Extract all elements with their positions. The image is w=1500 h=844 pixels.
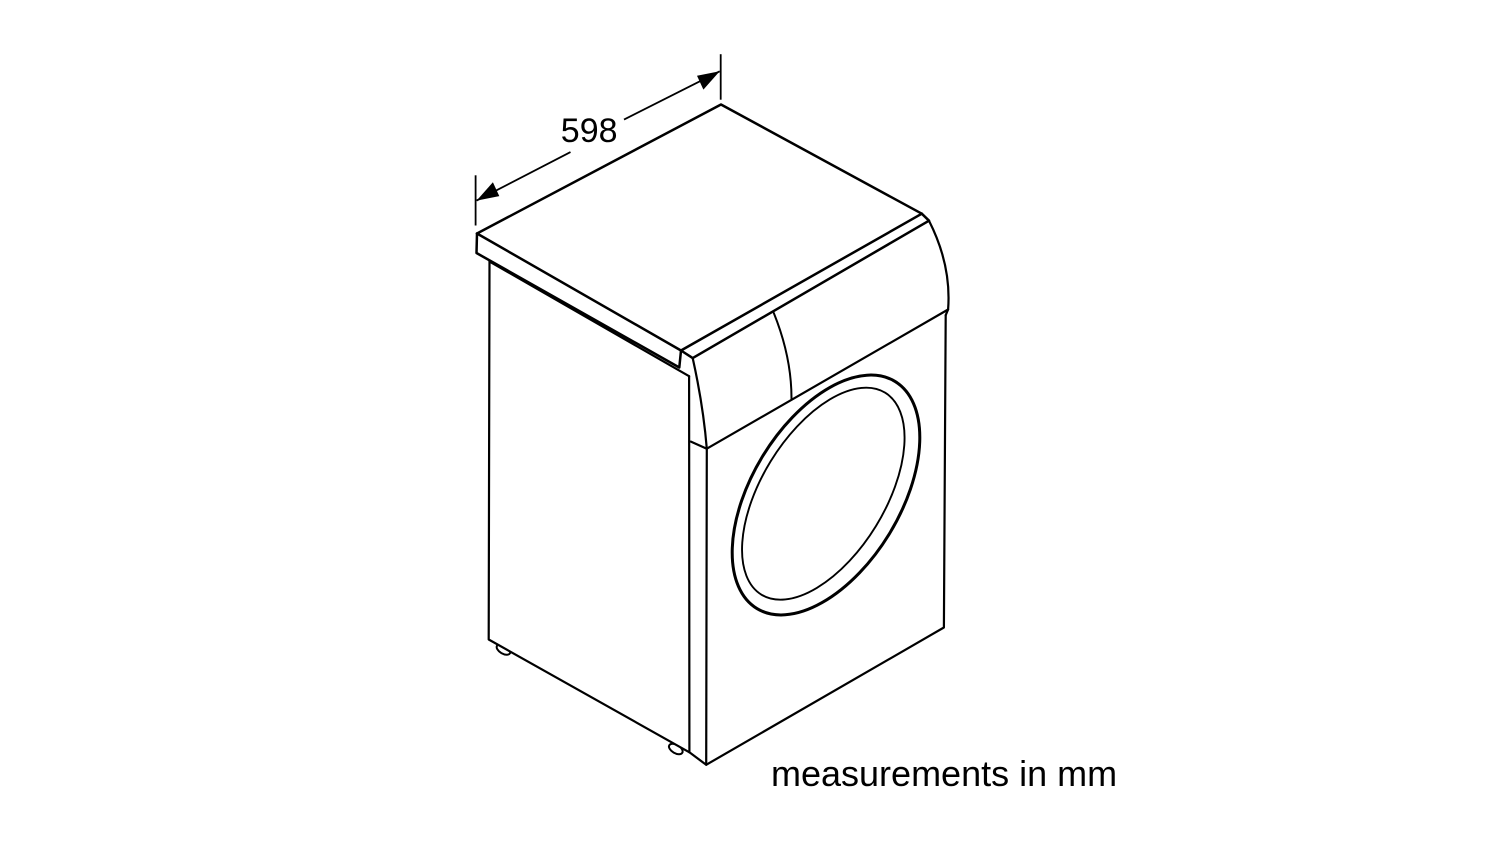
svg-text:measurements in mm: measurements in mm	[771, 753, 1117, 794]
svg-text:598: 598	[561, 112, 618, 150]
